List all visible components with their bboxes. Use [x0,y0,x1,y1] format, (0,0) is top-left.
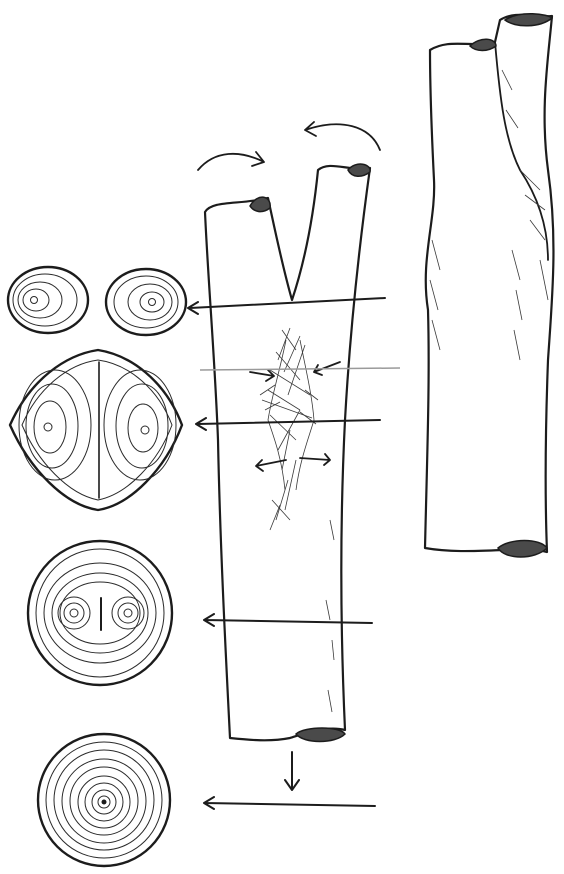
cross-section-fused [28,541,172,685]
down-arrow [285,752,299,790]
twist-arrow-right [305,122,380,150]
cut-face-bottom-right [498,541,547,558]
cross-section-separate-left [8,267,88,333]
section-arrows [188,298,385,809]
cut-face-left [250,197,270,212]
pressure-arrows [250,362,340,471]
twist-arrow-left [198,152,264,170]
fused-stem [198,122,380,790]
cut-face-bottom [296,728,345,742]
cut-face-right [348,164,370,176]
cut-face-top-left [470,39,496,50]
cross-section-merged [38,734,170,866]
fusion-zone [260,328,318,530]
guide-line [200,368,400,370]
cross-section-fusing [10,350,182,510]
twisted-stem [425,14,553,557]
cross-section-separate-right [106,269,186,335]
